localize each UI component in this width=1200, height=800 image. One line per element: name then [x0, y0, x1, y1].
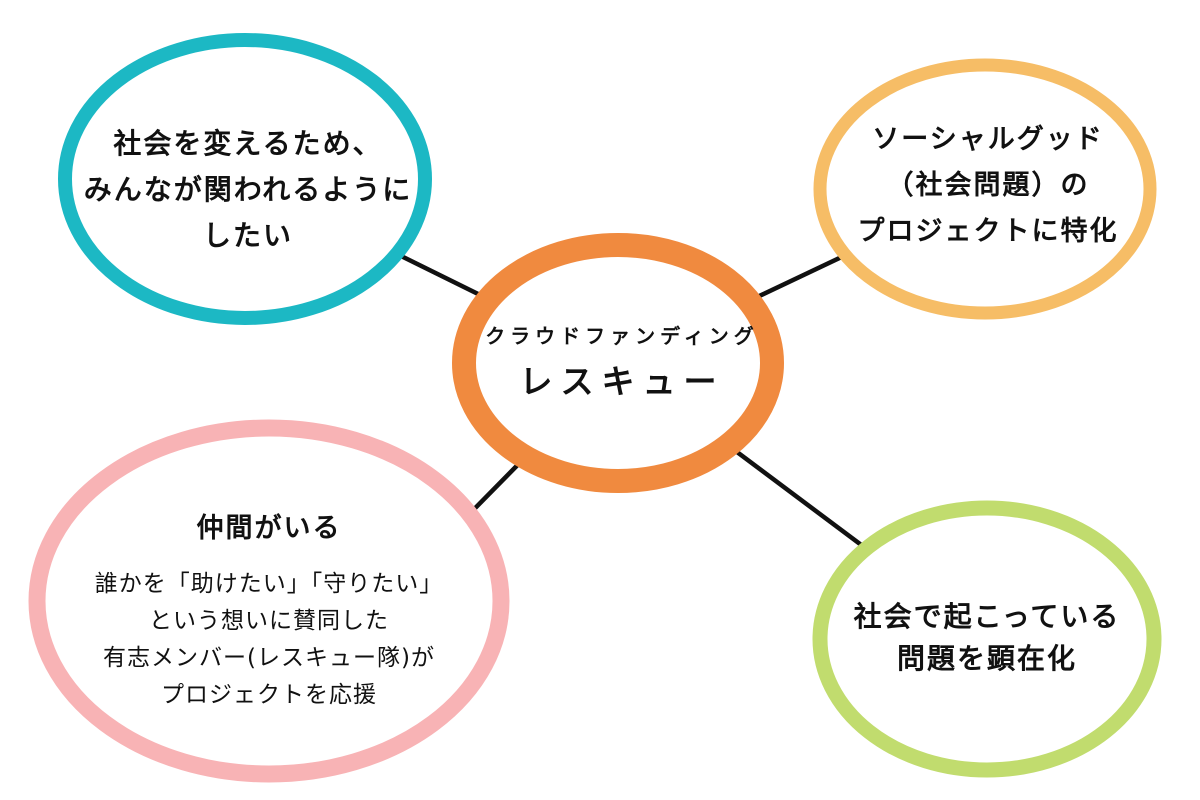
bottom-left-body-line: 有志メンバー(レスキュー隊)が [103, 645, 435, 671]
bottom-left-body-line: プロジェクトを応援 [161, 682, 377, 708]
bottom-left-body-line: 誰かを「助けたい」「守りたい」 [94, 571, 444, 597]
top-left-node-ellipse [58, 33, 432, 325]
bottom-right-node-label: 社会で起こっている 問題を顕在化 [797, 596, 1177, 680]
center-node-title: レスキュー [519, 362, 725, 401]
bottom-right-node-ellipse [812, 500, 1162, 778]
bottom-left-node-title: 仲間がいる [196, 513, 342, 544]
top-left-label-line: したい [202, 219, 293, 252]
bottom-right-label-line: 社会で起こっている [853, 600, 1121, 633]
top-right-label-line: ソーシャルグッド [872, 124, 1104, 155]
bottom-left-node-ellipse [28, 419, 510, 783]
top-right-node-label: ソーシャルグッド （社会問題）の プロジェクトに特化 [798, 117, 1178, 255]
top-left-node-label: 社会を変えるため、 みんなが関われるように したい [58, 121, 438, 259]
top-right-node-ellipse [813, 58, 1157, 320]
center-node-label: クラウドファンディング レスキュー [452, 321, 792, 407]
bottom-left-node-body: 誰かを「助けたい」「守りたい」 という想いに賛同した 有志メンバー(レスキュー隊… [49, 566, 489, 714]
center-node-ellipse [452, 233, 784, 493]
bottom-left-body-line: という想いに賛同した [149, 608, 389, 634]
center-node-subtitle: クラウドファンディング [485, 324, 759, 348]
top-right-label-line: （社会問題）の [886, 170, 1090, 201]
bottom-right-label-line: 問題を顕在化 [896, 642, 1077, 675]
top-left-label-line: 社会を変えるため、 [113, 127, 383, 160]
top-left-label-line: みんなが関われるように [83, 173, 413, 206]
top-right-label-line: プロジェクトに特化 [857, 216, 1119, 247]
